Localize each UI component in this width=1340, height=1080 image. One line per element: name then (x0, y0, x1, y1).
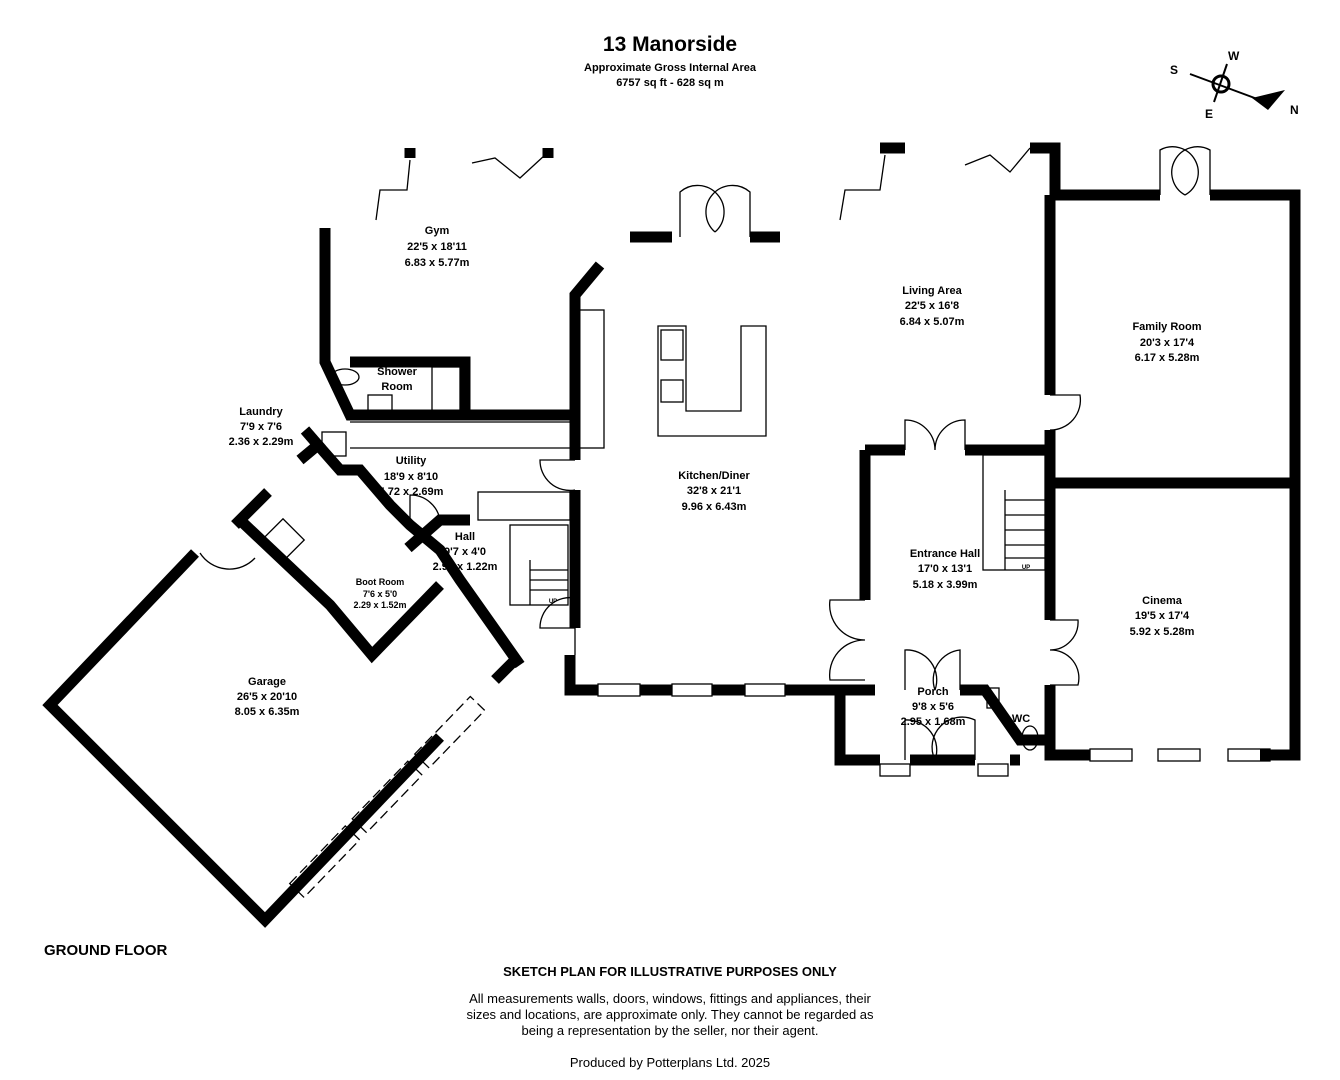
fittings (199, 146, 1271, 899)
room-labels: Gym 22'5 x 18'11 6.83 x 5.77m Shower Roo… (229, 225, 1202, 728)
wc-basin-icon (986, 687, 1000, 709)
sink-icon (660, 379, 684, 403)
cinema-metric: 5.92 x 5.28m (1130, 626, 1195, 638)
shower-tray-icon (431, 366, 461, 412)
produced-by: Produced by Potterplans Ltd. 2025 (569, 1055, 771, 1070)
entrance-name: Entrance Hall (910, 548, 980, 560)
disclaimer-line-1: All measurements walls, doors, windows, … (469, 991, 871, 1006)
kitchen-island (657, 325, 767, 437)
entrance-imperial: 17'0 x 13'1 (918, 563, 972, 575)
porch-imperial: 9'8 x 5'6 (912, 701, 954, 713)
disclaimer-title: SKETCH PLAN FOR ILLUSTRATIVE PURPOSES ON… (503, 964, 837, 979)
laundry-sink-icon (321, 431, 347, 457)
garage-imperial: 26'5 x 20'10 (237, 691, 297, 703)
shower-name2: Room (381, 381, 412, 393)
compass-icon: S W E N (1170, 49, 1299, 121)
wc-name: WC (1012, 713, 1030, 725)
compass-e: E (1205, 107, 1213, 121)
family-metric: 6.17 x 5.28m (1135, 352, 1200, 364)
utility-metric: 5.72 x 2.69m (379, 486, 444, 498)
boot-name: Boot Room (356, 577, 405, 587)
kitchen-name: Kitchen/Diner (678, 470, 750, 482)
boot-metric: 2.29 x 1.52m (353, 600, 406, 610)
shower-name: Shower (377, 366, 417, 378)
stairs-up-label-2: UP (1022, 565, 1030, 571)
disclaimer-line-2: sizes and locations, are approximate onl… (466, 1007, 874, 1022)
porch-metric: 2.95 x 1.68m (901, 716, 966, 728)
wc-toilet-icon (1021, 725, 1039, 751)
family-imperial: 20'3 x 17'4 (1140, 337, 1195, 349)
stairs-up-label: UP (549, 599, 557, 605)
hall-imperial: 9'7 x 4'0 (444, 546, 486, 558)
gross-area: 6757 sq ft - 628 sq m (616, 77, 724, 89)
utility-sink-icon (260, 517, 306, 563)
garage-metric: 8.05 x 6.35m (235, 706, 300, 718)
laundry-imperial: 7'9 x 7'6 (240, 421, 282, 433)
basin-icon (367, 394, 393, 412)
disclaimer-line-3: being a representation by the seller, no… (521, 1023, 819, 1038)
gym-metric: 6.83 x 5.77m (405, 257, 470, 269)
plan-title: 13 Manorside (602, 33, 738, 56)
utility-name: Utility (396, 455, 427, 467)
gym-imperial: 22'5 x 18'11 (407, 241, 467, 253)
cinema-imperial: 19'5 x 17'4 (1135, 610, 1190, 622)
laundry-metric: 2.36 x 2.29m (229, 436, 294, 448)
compass-n: N (1290, 103, 1299, 117)
hob-icon (660, 329, 684, 361)
family-name: Family Room (1132, 321, 1201, 333)
hall-name: Hall (455, 531, 475, 543)
living-imperial: 22'5 x 16'8 (905, 300, 959, 312)
laundry-name: Laundry (239, 406, 283, 418)
boot-imperial: 7'6 x 5'0 (363, 589, 397, 599)
entrance-metric: 5.18 x 3.99m (913, 579, 978, 591)
plan-subtitle: Approximate Gross Internal Area (584, 62, 756, 74)
porch-name: Porch (917, 686, 948, 698)
living-name: Living Area (902, 285, 962, 297)
floor-label: GROUND FLOOR (44, 942, 168, 959)
compass-w: W (1228, 49, 1240, 63)
garage-name: Garage (248, 676, 286, 688)
kitchen-imperial: 32'8 x 21'1 (687, 485, 741, 497)
living-metric: 6.84 x 5.07m (900, 316, 965, 328)
toilet-icon (330, 368, 360, 386)
walls (42, 142, 1301, 928)
kitchen-metric: 9.96 x 6.43m (682, 501, 747, 513)
cinema-name: Cinema (1142, 595, 1183, 607)
hall-metric: 2.92 x 1.22m (433, 561, 498, 573)
compass-s: S (1170, 63, 1178, 77)
gym-name: Gym (425, 225, 450, 237)
utility-imperial: 18'9 x 8'10 (384, 471, 438, 483)
staircase (509, 454, 1046, 606)
